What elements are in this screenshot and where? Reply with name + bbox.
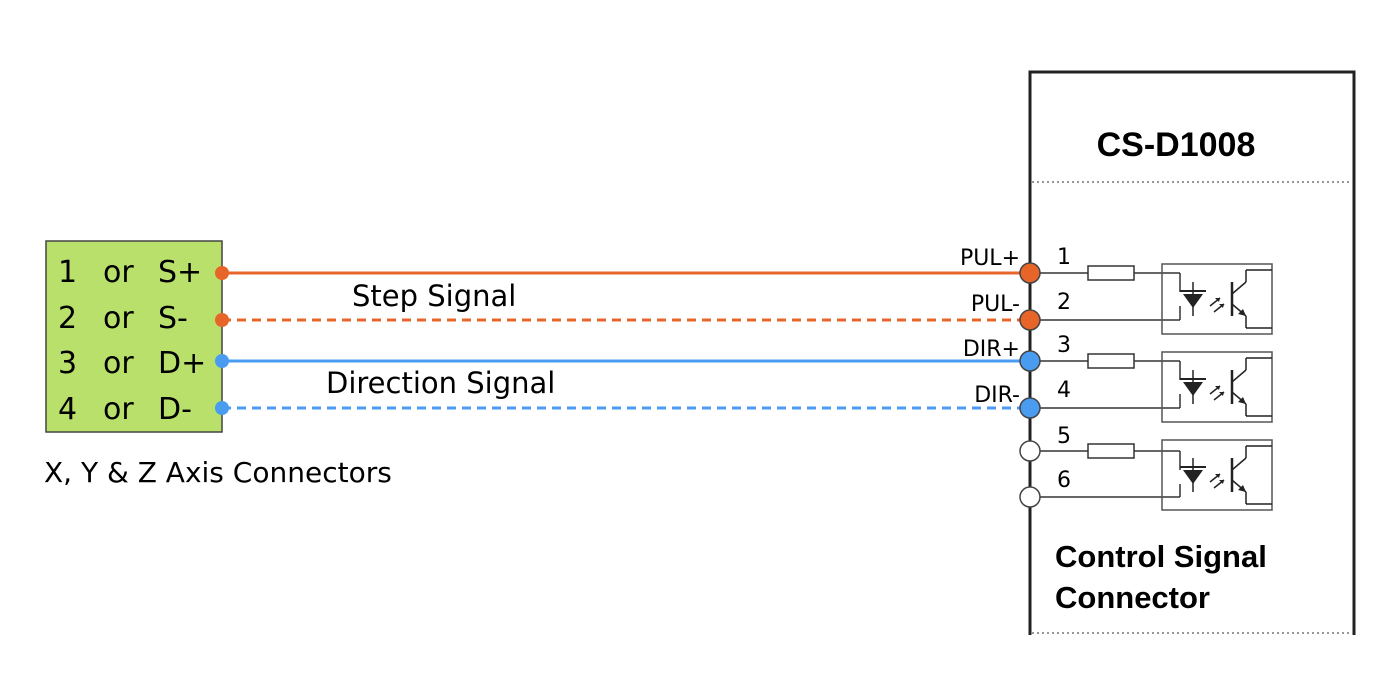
optocoupler-1-icon bbox=[1160, 262, 1274, 336]
driver-footer-line2: Connector bbox=[1055, 580, 1210, 615]
signal-wires: Step Signal Direction Signal bbox=[222, 271, 1030, 410]
pin-2-or: or bbox=[103, 301, 134, 336]
terminal-name-4: DIR- bbox=[974, 383, 1020, 408]
terminal-num-2: 2 bbox=[1057, 290, 1071, 315]
terminal-num-3: 3 bbox=[1057, 333, 1071, 358]
terminal-3 bbox=[1019, 350, 1041, 372]
terminal-num-4: 4 bbox=[1057, 378, 1071, 403]
pin-1-signal: S+ bbox=[158, 255, 202, 290]
axis-connector: 1 or S+ 2 or S- 3 or D+ 4 or D- X, Y & Z… bbox=[44, 240, 392, 489]
terminal-name-1: PUL+ bbox=[960, 246, 1020, 271]
terminal-1 bbox=[1019, 262, 1041, 284]
connector-dot-2 bbox=[215, 313, 229, 327]
step-signal-label: Step Signal bbox=[352, 279, 516, 313]
pin-3-number: 3 bbox=[58, 346, 77, 381]
terminal-4 bbox=[1019, 397, 1041, 419]
driver-box: CS-D1008 Control Signal Connector bbox=[960, 70, 1356, 635]
connector-caption: X, Y & Z Axis Connectors bbox=[44, 456, 392, 489]
driver-footer-line1: Control Signal bbox=[1055, 539, 1267, 574]
pin-1-number: 1 bbox=[58, 255, 77, 290]
terminal-num-1: 1 bbox=[1057, 245, 1071, 270]
direction-signal-label: Direction Signal bbox=[326, 366, 555, 400]
pin-2-number: 2 bbox=[58, 301, 77, 336]
terminal-2 bbox=[1019, 309, 1041, 331]
pin-3-signal: D+ bbox=[158, 346, 206, 381]
terminal-dots bbox=[215, 262, 1041, 508]
terminal-6 bbox=[1019, 486, 1041, 508]
driver-title: CS-D1008 bbox=[1097, 126, 1256, 164]
pin-4-signal: D- bbox=[158, 392, 192, 427]
pin-3-or: or bbox=[103, 346, 134, 381]
connector-dot-1 bbox=[215, 266, 229, 280]
terminal-5 bbox=[1019, 440, 1041, 462]
pin-1-or: or bbox=[103, 255, 134, 290]
terminal-num-5: 5 bbox=[1057, 424, 1071, 449]
pin-2-signal: S- bbox=[158, 301, 188, 336]
pin-4-or: or bbox=[103, 392, 134, 427]
connector-dot-3 bbox=[215, 354, 229, 368]
connector-dot-4 bbox=[215, 401, 229, 415]
internal-wiring bbox=[1030, 265, 1181, 498]
connector-block bbox=[45, 240, 223, 433]
terminal-name-2: PUL- bbox=[971, 292, 1020, 317]
optocoupler-2-icon bbox=[1160, 350, 1274, 424]
pin-4-number: 4 bbox=[58, 392, 77, 427]
terminal-num-6: 6 bbox=[1057, 468, 1071, 493]
terminal-name-3: DIR+ bbox=[963, 337, 1020, 362]
